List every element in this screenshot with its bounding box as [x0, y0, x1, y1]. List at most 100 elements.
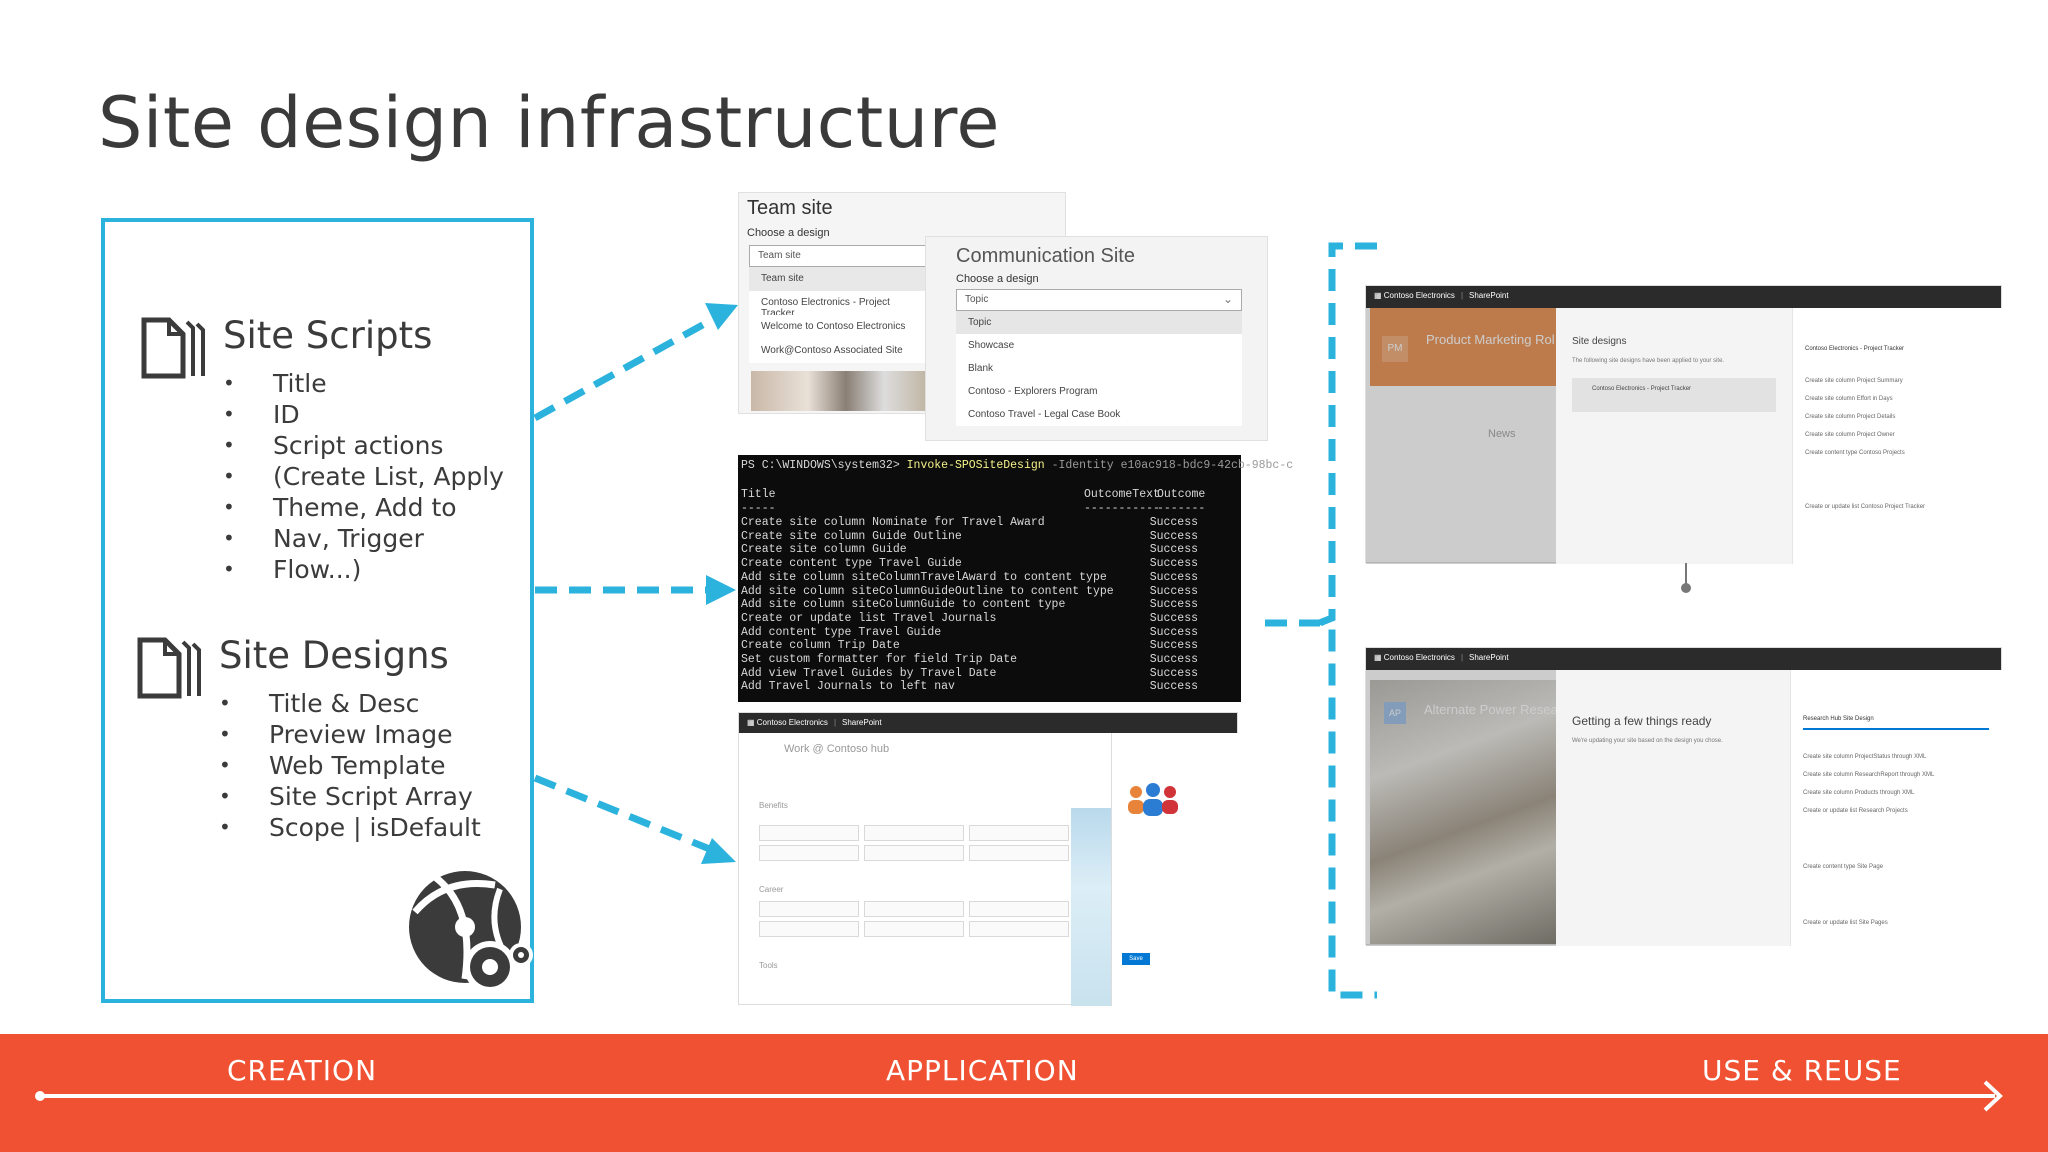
- section-label: Benefits: [759, 801, 788, 810]
- applied-design-item[interactable]: Contoso Electronics - Project Tracker: [1572, 378, 1776, 412]
- dialog-title: Getting a few things ready: [1572, 714, 1712, 728]
- design-details-panel: Contoso Electronics - Project Tracker Cr…: [1792, 308, 2003, 564]
- creation-panel: Site Scripts Title ID Script actions (Cr…: [101, 218, 534, 1003]
- stage-application: APPLICATION: [886, 1054, 1079, 1087]
- stage-use-reuse: USE & REUSE: [1702, 1054, 1902, 1087]
- design-select[interactable]: Team site: [749, 245, 933, 267]
- link-tile[interactable]: [759, 901, 859, 917]
- terminal-row: Create site column Nominate for Travel A…: [741, 516, 1198, 529]
- list-item: Scope | isDefault: [219, 812, 481, 843]
- section-label: Tools: [759, 961, 778, 970]
- site-hero-image: AP Alternate Power Resea: [1370, 680, 1560, 944]
- getting-things-ready-screen: ▦ Contoso Electronics|SharePoint AP Alte…: [1365, 647, 2003, 946]
- terminal-row: Add site column siteColumnGuideOutline t…: [741, 584, 1198, 598]
- terminal-command: PS C:\WINDOWS\system32> Invoke-SPOSiteDe…: [741, 459, 1294, 472]
- link-tile[interactable]: [759, 845, 859, 861]
- hub-site-name: Work @ Contoso hub: [784, 743, 890, 755]
- site-logo: PM: [1382, 336, 1408, 362]
- design-option[interactable]: Team site: [749, 267, 933, 291]
- link-tile[interactable]: [864, 845, 964, 861]
- link-tile[interactable]: [969, 921, 1069, 937]
- stage-creation: CREATION: [227, 1054, 378, 1087]
- document-stack-icon: [137, 637, 201, 699]
- link-tile[interactable]: [759, 921, 859, 937]
- progress-bar: [1803, 728, 1989, 730]
- reuse-bracket: [1312, 242, 1377, 999]
- dialog-text: We're updating your site based on the de…: [1572, 738, 1723, 744]
- site-designs-list: Title & Desc Preview Image Web Template …: [219, 688, 481, 843]
- dialog-text: The following site designs have been app…: [1572, 358, 1725, 364]
- preview-image: [751, 371, 941, 411]
- chevron-down-icon: ⌄: [1222, 292, 1233, 306]
- hub-settings-panel: [1111, 733, 1239, 1006]
- section-label: Career: [759, 885, 784, 894]
- list-item: Script actions: [223, 430, 504, 461]
- list-item: ID: [223, 399, 504, 430]
- link-tile[interactable]: [864, 921, 964, 937]
- news-label: News: [1488, 428, 1516, 440]
- choose-design-label: Choose a design: [956, 273, 1039, 285]
- list-item: Site Script Array: [219, 781, 481, 812]
- team-site-title: Team site: [747, 197, 833, 219]
- link-tile[interactable]: [969, 901, 1069, 917]
- terminal-row: Set custom formatter for field Trip Date…: [741, 653, 1198, 666]
- save-button[interactable]: Save: [1122, 953, 1150, 965]
- document-stack-icon: [141, 317, 205, 379]
- site-scripts-title: Site Scripts: [223, 314, 433, 357]
- list-item-continued: Flow...): [223, 554, 504, 585]
- dialog-title: Site designs: [1572, 336, 1627, 347]
- design-select[interactable]: Topic⌄: [956, 289, 1242, 311]
- design-option[interactable]: Contoso Travel - Legal Case Book: [956, 403, 1242, 426]
- progress-dialog: Getting a few things ready We're updatin…: [1556, 670, 1790, 946]
- site-designs-applied-screen: ▦ Contoso Electronics|SharePoint PM Prod…: [1365, 285, 2003, 564]
- choose-design-label: Choose a design: [747, 227, 830, 239]
- design-option[interactable]: Welcome to Contoso Electronics: [749, 315, 933, 339]
- timeline-arrow: [35, 1080, 2003, 1112]
- design-option[interactable]: Work@Contoso Associated Site: [749, 339, 933, 363]
- link-tile[interactable]: [969, 825, 1069, 841]
- link-tile[interactable]: [864, 825, 964, 841]
- powershell-terminal: PS C:\WINDOWS\system32> Invoke-SPOSiteDe…: [738, 455, 1293, 702]
- hub-site-settings: ▦ Contoso Electronics|SharePoint Work @ …: [738, 712, 1239, 1006]
- design-details-panel: Research Hub Site Design Create site col…: [1790, 670, 2003, 946]
- site-scripts-list: Title ID Script actions (Create List, Ap…: [223, 368, 504, 585]
- design-option[interactable]: Showcase: [956, 334, 1242, 357]
- design-option[interactable]: Contoso Electronics - Project Tracker: [749, 291, 933, 319]
- terminal-row: Add site column siteColumnGuide to conte…: [741, 598, 1198, 612]
- list-item-continued: Theme, Add to: [223, 492, 504, 523]
- design-option[interactable]: Contoso - Explorers Program: [956, 380, 1242, 403]
- communication-site-dialog: Communication Site Choose a design Topic…: [925, 236, 1268, 441]
- site-name: Product Marketing Rol: [1426, 332, 1555, 347]
- link-tile[interactable]: [969, 845, 1069, 861]
- list-item: Web Template: [219, 750, 481, 781]
- site-name: Alternate Power Resea: [1424, 702, 1558, 717]
- terminal-header: Title OutcomeText Outcome: [741, 488, 1206, 501]
- lifecycle-banner: CREATION APPLICATION USE & REUSE: [0, 1034, 2048, 1152]
- background-image: [1071, 808, 1111, 1006]
- list-item-continued: Nav, Trigger: [223, 523, 504, 554]
- design-option[interactable]: Blank: [956, 357, 1242, 380]
- list-item: Title & Desc: [219, 688, 481, 719]
- site-header: PM Product Marketing Rol: [1370, 308, 1560, 386]
- list-item: Preview Image: [219, 719, 481, 750]
- list-item-continued: (Create List, Apply: [223, 461, 504, 492]
- slide-title: Site design infrastructure: [98, 82, 1000, 164]
- site-logo: AP: [1384, 702, 1406, 724]
- list-item: Title: [223, 368, 504, 399]
- connector: [1681, 563, 1691, 593]
- link-tile[interactable]: [864, 901, 964, 917]
- comm-site-title: Communication Site: [956, 245, 1135, 267]
- terminal-divider: -----------------------: [741, 502, 1206, 515]
- suite-bar: ▦ Contoso Electronics|SharePoint: [739, 713, 1237, 733]
- suite-bar: ▦ Contoso Electronics|SharePoint: [1366, 648, 2001, 670]
- terminal-row: Add site column siteColumnTravelAward to…: [741, 570, 1198, 584]
- link-tile[interactable]: [759, 825, 859, 841]
- design-option[interactable]: Topic: [956, 311, 1242, 334]
